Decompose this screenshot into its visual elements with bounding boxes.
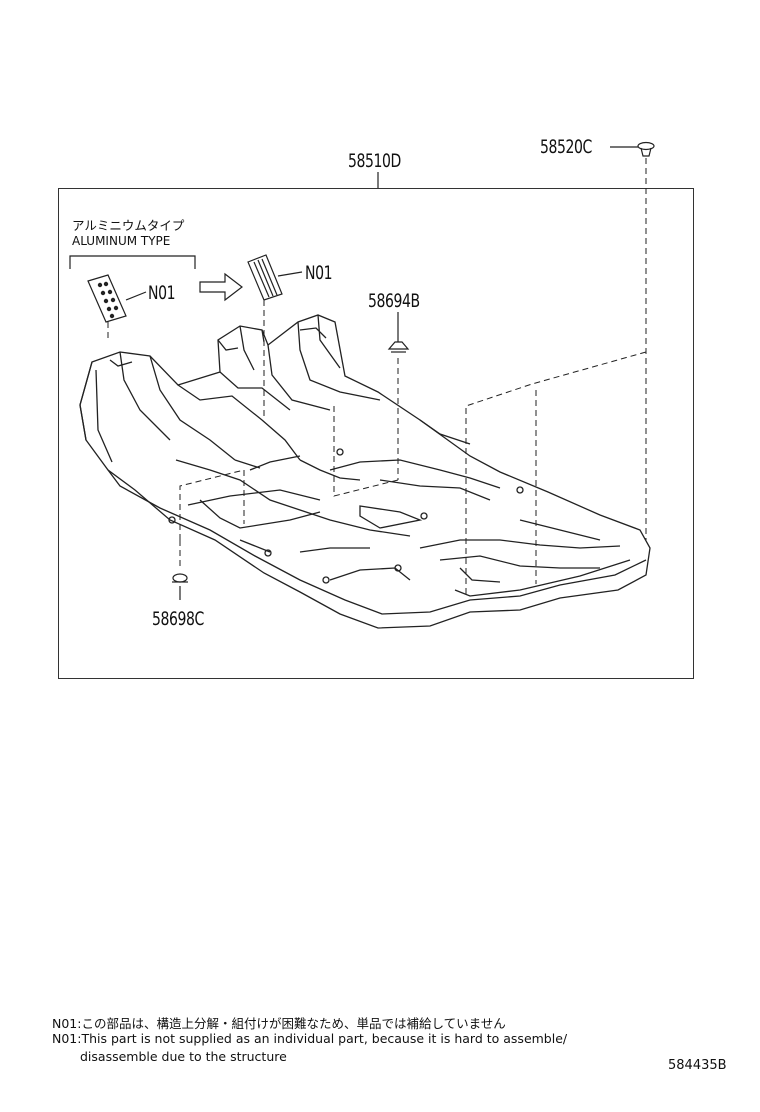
aluminum-type-en: ALUMINUM TYPE — [72, 234, 171, 248]
floor-carpet-outline — [79, 314, 651, 629]
pad-right-icon — [247, 254, 303, 301]
pad-right-label: N01 — [305, 262, 333, 284]
clip-top-icon — [610, 141, 655, 157]
aluminum-type-jp: アルミニウムタイプ — [72, 218, 185, 233]
arrow-icon — [199, 272, 243, 302]
clip-bottom-label: 58698C — [152, 608, 204, 630]
assembly-guide-lines — [107, 158, 647, 596]
figure-code: 584435B — [668, 1058, 727, 1073]
aluminum-bracket — [69, 255, 196, 269]
diagram-frame — [58, 188, 694, 679]
note-english-line2: disassemble due to the structure — [80, 1049, 287, 1064]
note-japanese: N01:この部品は、構造上分解・組付けが困難なため、単品では補給していません — [52, 1016, 506, 1031]
clip-top-label: 58520C — [540, 136, 592, 158]
main-part-label: 58510D — [348, 150, 401, 172]
clip-middle-label: 58694B — [368, 290, 420, 312]
pad-left-label: N01 — [148, 282, 176, 304]
note-english-line1: N01:This part is not supplied as an indi… — [52, 1031, 568, 1046]
pad-left-icon — [87, 274, 147, 323]
clip-middle-icon — [387, 312, 410, 353]
clip-bottom-icon — [172, 573, 188, 600]
